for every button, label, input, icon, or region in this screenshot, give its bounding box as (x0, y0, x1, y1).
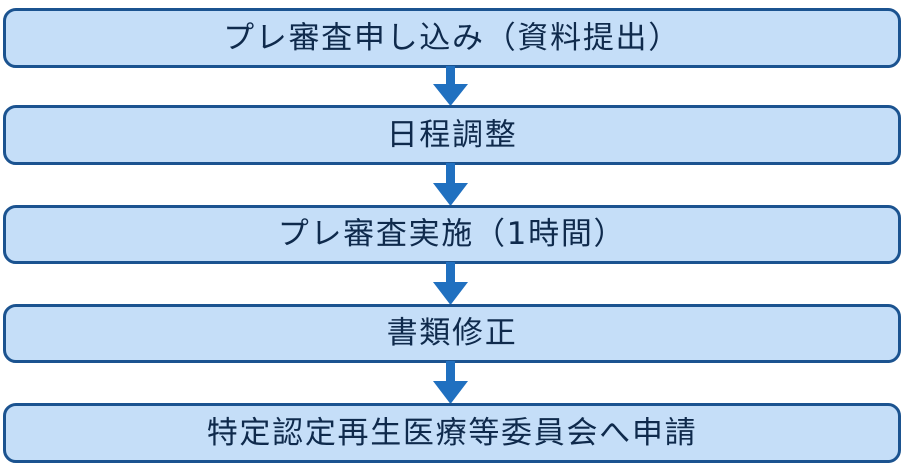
flow-node-label: 特定認定再生医療等委員会へ申請 (206, 414, 698, 451)
flow-node-label: プレ審査申し込み（資料提出） (223, 19, 681, 56)
flow-node-step-2[interactable]: 日程調整 (3, 105, 901, 165)
flow-node-step-4[interactable]: 書類修正 (3, 304, 901, 363)
flow-connector-3-4 (0, 262, 904, 306)
arrow-down-icon (433, 66, 468, 106)
flow-connector-4-5 (0, 361, 904, 405)
flow-node-step-3[interactable]: プレ審査実施（1時間） (3, 205, 901, 264)
arrow-down-icon (433, 262, 468, 305)
flow-node-label: 日程調整 (386, 116, 518, 153)
flow-node-step-5[interactable]: 特定認定再生医療等委員会へ申請 (3, 403, 901, 463)
flow-node-label: 書類修正 (386, 315, 518, 351)
arrow-down-icon (433, 163, 468, 206)
flow-node-step-1[interactable]: プレ審査申し込み（資料提出） (3, 8, 901, 68)
flow-node-label: プレ審査実施（1時間） (277, 216, 627, 252)
arrow-down-icon (433, 361, 468, 404)
flow-connector-1-2 (0, 66, 904, 107)
flow-connector-2-3 (0, 163, 904, 207)
